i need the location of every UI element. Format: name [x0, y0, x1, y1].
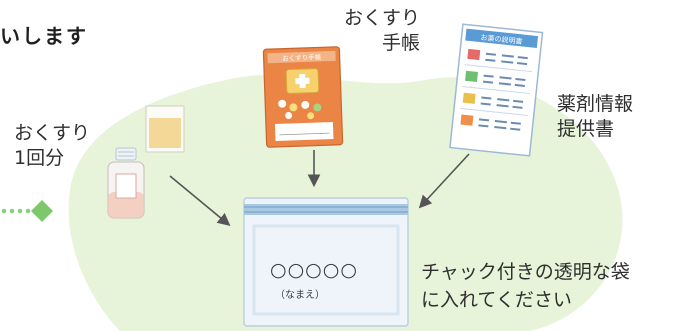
instruction-text: チャック付きの透明な袋 に入れてください [421, 261, 630, 311]
one-dose-label: おくすり 1回分 [14, 122, 91, 169]
notebook-label: おくすり 手帳 [343, 7, 420, 54]
medicine-bottle-icon [107, 147, 145, 219]
arrow-from-dose [169, 175, 231, 227]
page-title-fragment: いします [0, 24, 88, 48]
powder-packet-icon [145, 105, 185, 153]
bag-name-placeholder: ○○○○○ [270, 259, 358, 281]
zip-bag-icon [243, 197, 409, 327]
medicine-notebook-icon: おくすり手帳 [262, 46, 344, 148]
dotted-connector [1, 200, 53, 222]
arrow-from-sheet [418, 153, 470, 209]
diamond-icon [31, 200, 53, 222]
svg-text:おくすり手帳: おくすり手帳 [282, 52, 322, 62]
info-sheet-label: 薬剤情報 提供書 [557, 93, 634, 140]
svg-text:お薬の説明書: お薬の説明書 [480, 33, 523, 46]
bag-name-hint: （なまえ） [275, 290, 325, 301]
drug-info-sheet-icon: お薬の説明書 [449, 23, 544, 157]
